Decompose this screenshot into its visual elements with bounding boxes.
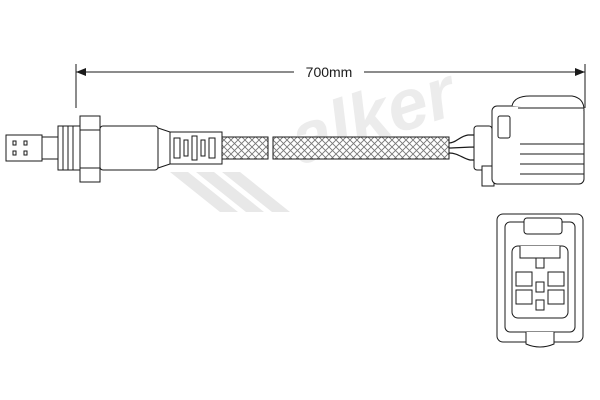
electrical-connector-side [473,95,585,187]
braided-cable-right [272,136,450,160]
connector-face-view [496,213,584,348]
sensor-probe-tip [5,134,59,162]
dimension-arrow-right [575,68,585,76]
braided-cable-left [221,136,269,160]
length-dimension [75,64,586,108]
sensor-body [99,125,171,171]
hex-nut [79,115,101,183]
dimension-arrow-left [76,68,86,76]
crimp-collar [169,131,223,165]
length-dimension-label: 700mm [306,64,353,80]
threaded-section [57,125,81,171]
